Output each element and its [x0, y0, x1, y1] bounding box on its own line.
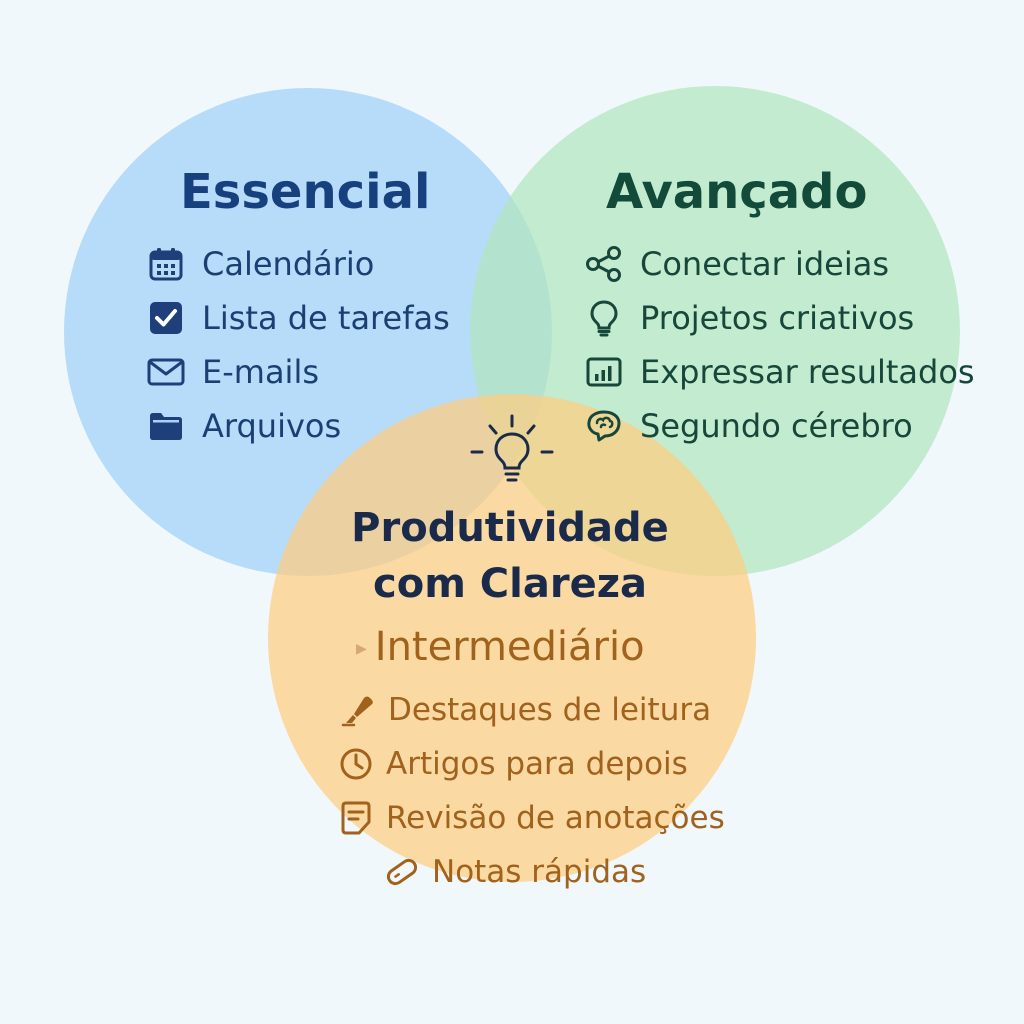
- list-item-label: Notas rápidas: [432, 854, 647, 890]
- list-item-label: Projetos criativos: [640, 299, 915, 337]
- list-item-label: Artigos para depois: [386, 746, 688, 782]
- share-nodes-icon: [584, 244, 624, 284]
- clock-icon: [336, 744, 376, 784]
- list-item-label: Calendário: [202, 245, 375, 283]
- intermediate-title: ▶ Intermediário: [356, 624, 645, 670]
- triangle-icon: ▶: [356, 641, 367, 657]
- advanced-title: Avançado: [606, 164, 868, 220]
- checkbox-icon: [146, 298, 186, 338]
- lightbulb-icon: [466, 412, 558, 498]
- list-item: Conectar ideias: [584, 244, 889, 284]
- list-item-label: Revisão de anotações: [386, 800, 725, 836]
- list-item: Expressar resultados: [584, 352, 975, 392]
- brain-icon: [584, 406, 624, 446]
- center-title: Produtividade com Clareza: [340, 500, 680, 612]
- list-item: Calendário: [146, 244, 374, 284]
- list-item: Segundo cérebro: [584, 406, 913, 446]
- essential-title: Essencial: [180, 164, 431, 220]
- list-item-label: E-mails: [202, 353, 319, 391]
- list-item: Revisão de anotações: [336, 798, 725, 838]
- highlighter-icon: [338, 690, 378, 730]
- intermediate-title-text: Intermediário: [374, 624, 645, 670]
- capsule-icon: [382, 852, 422, 892]
- list-item: Arquivos: [146, 406, 341, 446]
- center-title-line2: com Clareza: [373, 561, 647, 607]
- chart-icon: [584, 352, 624, 392]
- list-item: Destaques de leitura: [338, 690, 711, 730]
- list-item-label: Conectar ideias: [640, 245, 890, 283]
- note-icon: [336, 798, 376, 838]
- list-item: Artigos para depois: [336, 744, 688, 784]
- calendar-icon: [146, 244, 186, 284]
- list-item: Lista de tarefas: [146, 298, 450, 338]
- lightbulb-icon: [584, 298, 624, 338]
- list-item: E-mails: [146, 352, 319, 392]
- folder-icon: [146, 406, 186, 446]
- center-title-line1: Produtividade: [351, 505, 669, 551]
- list-item-label: Segundo cérebro: [640, 407, 913, 445]
- list-item-label: Expressar resultados: [640, 353, 975, 391]
- list-item: Projetos criativos: [584, 298, 914, 338]
- mail-icon: [146, 352, 186, 392]
- list-item-label: Destaques de leitura: [388, 692, 712, 728]
- list-item: Notas rápidas: [382, 852, 646, 892]
- list-item-label: Lista de tarefas: [202, 299, 450, 337]
- list-item-label: Arquivos: [202, 407, 342, 445]
